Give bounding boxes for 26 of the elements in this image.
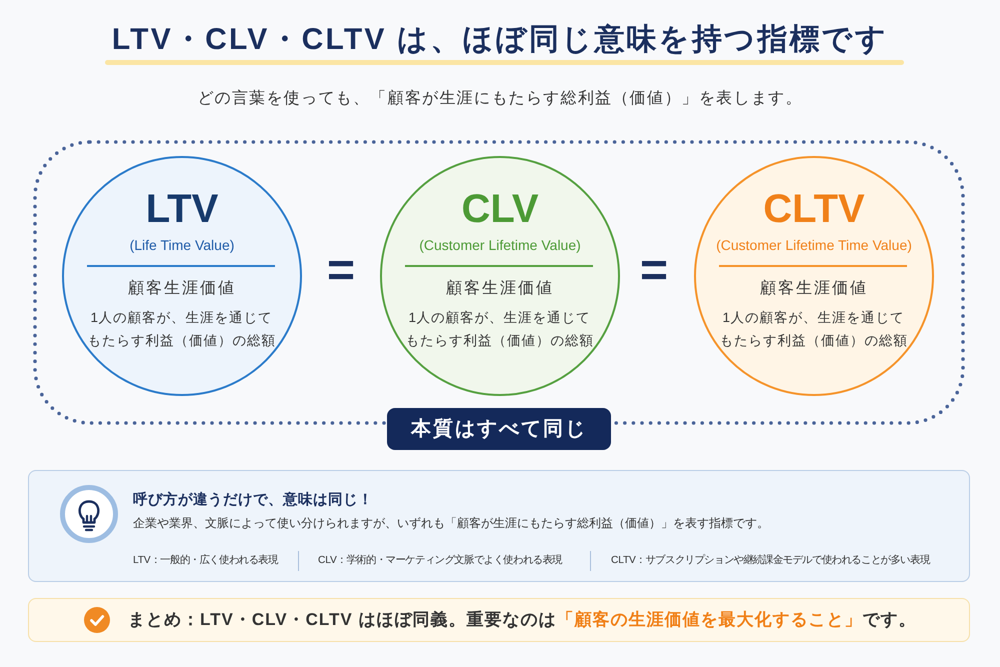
circle-subtitle: (Customer Lifetime Value) xyxy=(419,236,581,255)
circle-label: 顧客生涯価値 xyxy=(446,278,554,299)
circle-description: 1人の顧客が、生涯を通じてもたらす利益（価値）の総額 xyxy=(405,309,594,350)
circle-subtitle: (Life Time Value) xyxy=(130,236,234,255)
circle-description: 1人の顧客が、生涯を通じてもたらす利益（価値）の総額 xyxy=(87,309,276,350)
equals-sign: = xyxy=(640,247,668,295)
summary-bar xyxy=(28,598,970,642)
term-note: CLTV：サブスクリプションや継続課金モデルで使われることが多い表現 xyxy=(611,553,930,568)
title: LTV・CLV・CLTV は、ほぼ同じ意味を持つ指標です xyxy=(112,22,888,58)
label-badge: 本質はすべて同じ xyxy=(387,408,611,450)
panel-heading: 呼び方が違うだけで、意味は同じ！ xyxy=(133,490,373,510)
subtitle: どの言葉を使っても、「顧客が生涯にもたらす総利益（価値）」を表します。 xyxy=(197,88,803,109)
circle-label: 顧客生涯価値 xyxy=(128,278,236,299)
summary-text: まとめ：LTV・CLV・CLTV はほぼ同義。重要なのは「顧客の生涯価値を最大化すること」です。 xyxy=(128,609,916,631)
circle-heading: CLTV xyxy=(763,186,865,232)
circle-subtitle: (Customer Lifetime Time Value) xyxy=(716,236,912,255)
circle-description: 1人の顧客が、生涯を通じてもたらす利益（価値）の総額 xyxy=(719,309,908,350)
term-note: CLV：学術的・マーケティング文脈でよく使われる表現 xyxy=(318,553,562,568)
circle-heading: CLV xyxy=(461,186,539,232)
circle-label: 顧客生涯価値 xyxy=(760,278,868,299)
term-note: LTV：一般的・広く使われる表現 xyxy=(133,553,278,568)
panel-text: 企業や業界、文脈によって使い分けられますが、いずれも「顧客が生涯にもたらす総利益（価値）」を表す指標です。 xyxy=(133,515,769,532)
info-panel xyxy=(28,470,970,582)
equals-sign: = xyxy=(327,247,356,295)
circle-heading: LTV xyxy=(146,186,218,232)
dotted-frame xyxy=(33,140,965,450)
